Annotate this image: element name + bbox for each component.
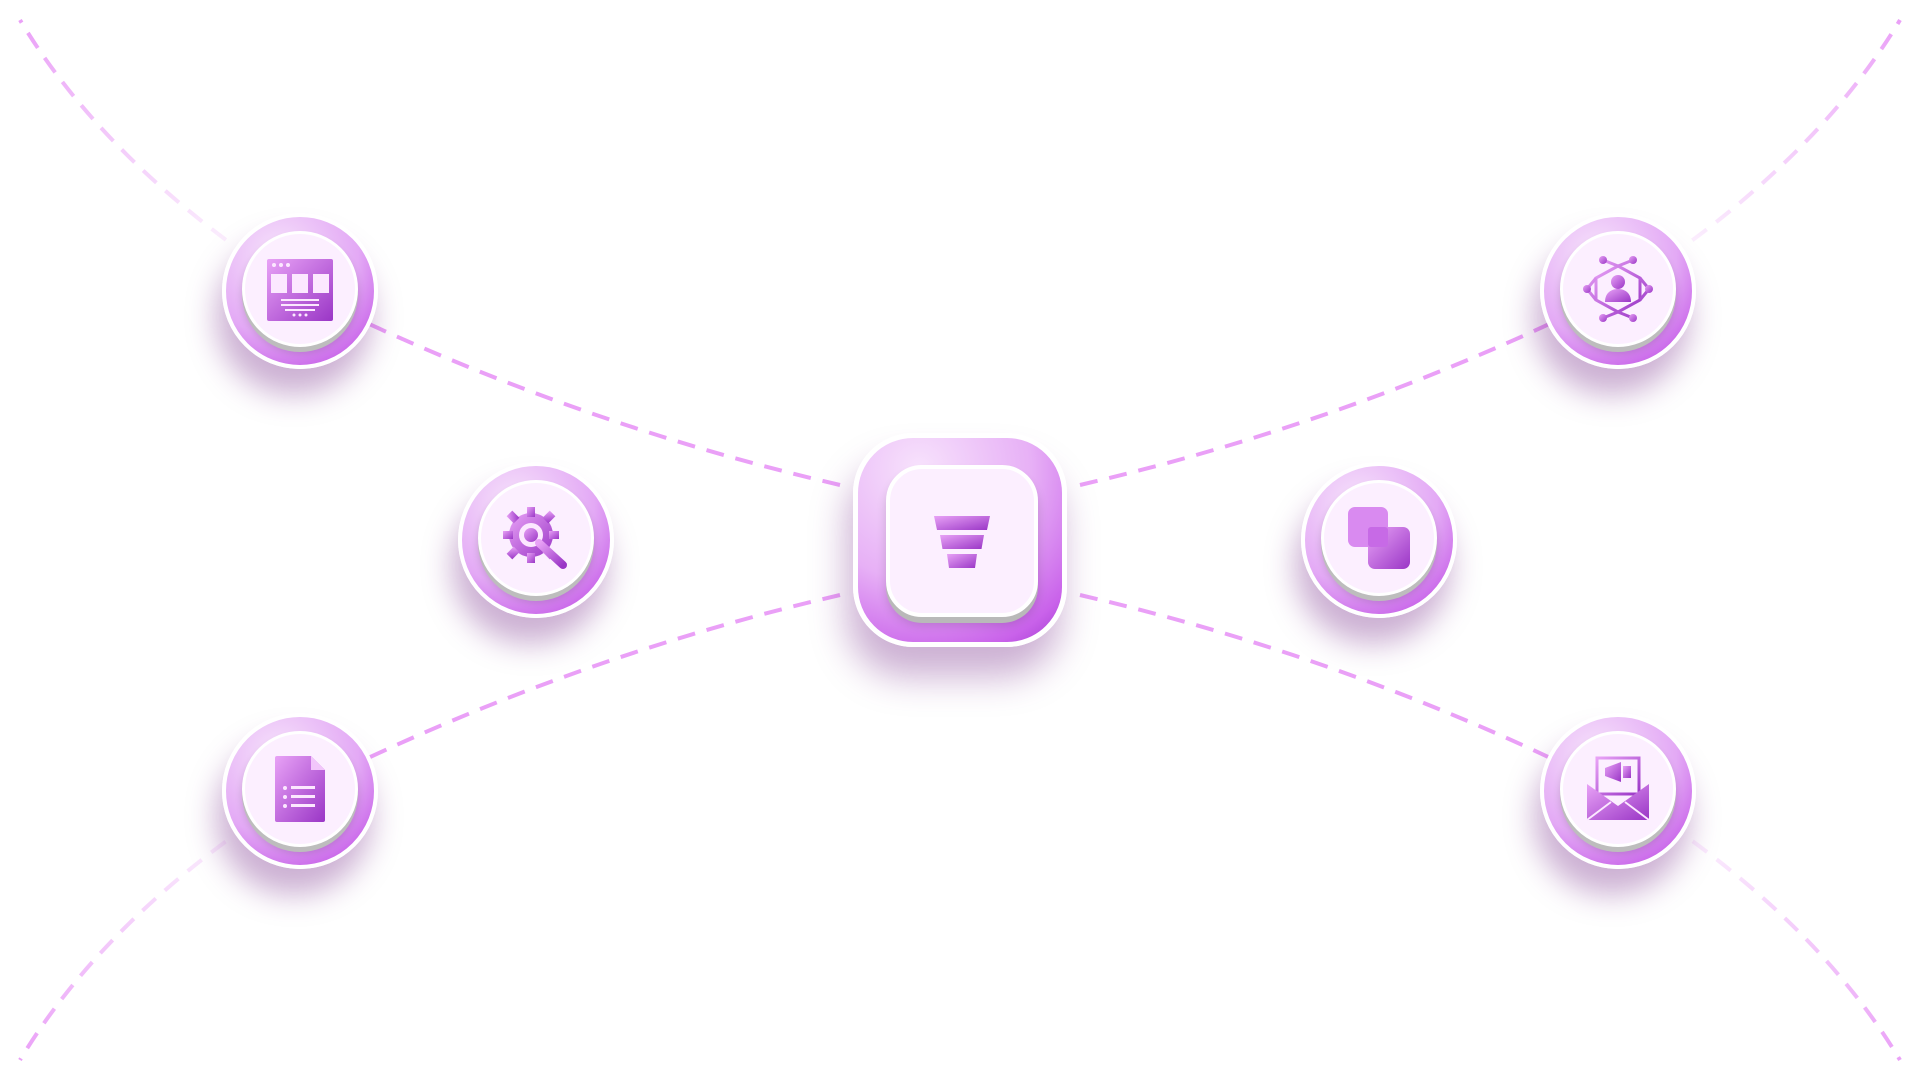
hub-face <box>886 465 1038 617</box>
line-doc-corner <box>18 789 302 1062</box>
hub-funnel[interactable] <box>853 433 1067 647</box>
node-web-layout[interactable] <box>222 213 378 369</box>
line-hub-email <box>1079 593 1619 793</box>
email-megaphone-icon <box>1586 756 1650 821</box>
line-hub-doc <box>299 593 841 793</box>
node-face <box>242 231 358 347</box>
line-web-corner <box>18 18 302 293</box>
node-copy[interactable] <box>1301 462 1457 618</box>
document-list-icon <box>275 756 325 822</box>
funnel-icon <box>934 516 990 568</box>
line-email-corner <box>1616 789 1902 1062</box>
overlap-squares-icon <box>1348 507 1410 569</box>
gear-search-icon <box>503 507 567 569</box>
node-network[interactable] <box>1540 213 1696 369</box>
line-hub-web <box>299 289 841 487</box>
node-face <box>1321 480 1437 596</box>
node-settings[interactable] <box>458 462 614 618</box>
node-face <box>242 731 358 847</box>
web-layout-icon <box>267 259 333 321</box>
node-face <box>478 480 594 596</box>
user-network-icon <box>1583 256 1653 322</box>
node-face <box>1560 231 1676 347</box>
node-email[interactable] <box>1540 713 1696 869</box>
node-document[interactable] <box>222 713 378 869</box>
line-hub-network <box>1079 289 1619 487</box>
line-network-corner <box>1616 18 1902 293</box>
node-face <box>1560 731 1676 847</box>
